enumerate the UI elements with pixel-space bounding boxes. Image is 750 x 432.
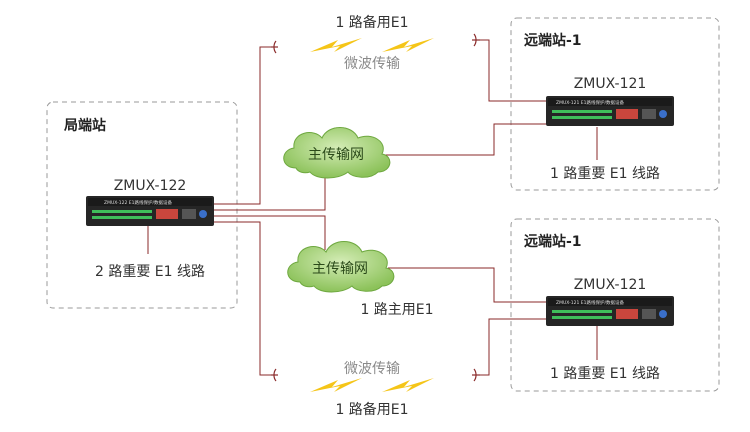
device-remote-top: ZMUX-121 E1路线保护/数据设备 xyxy=(546,96,674,126)
remote-top-e1-note: 1 路重要 E1 线路 xyxy=(550,166,660,182)
device-central: ZMUX-122 E1路线保护/数据设备 xyxy=(86,196,214,226)
remote-top-title: 远端站-1 xyxy=(524,32,582,49)
connection-lines xyxy=(147,39,598,376)
device-plate-remote-top: ZMUX-121 E1路线保护/数据设备 xyxy=(556,99,624,106)
line-cloud-bottom-right xyxy=(388,267,546,303)
central-station-title: 局端站 xyxy=(64,117,106,134)
remote-top-device-label: ZMUX-121 xyxy=(574,76,647,92)
lightning-icon-bottom xyxy=(310,378,434,392)
line-microwave-bottom-left xyxy=(213,221,271,376)
central-device-label: ZMUX-122 xyxy=(114,178,187,194)
antenna-icon-bottom-left xyxy=(271,368,278,382)
antenna-icon-top-right xyxy=(472,33,480,47)
device-plate-central: ZMUX-122 E1路线保护/数据设备 xyxy=(104,199,172,206)
antenna-icon-bottom-right xyxy=(472,368,480,382)
microwave-bottom-label: 微波传输 xyxy=(344,361,400,377)
remote-bottom-title: 远端站-1 xyxy=(524,233,582,250)
cloud-top-label: 主传输网 xyxy=(308,147,364,163)
backup-e1-top-label: 1 路备用E1 xyxy=(335,14,408,31)
microwave-top-label: 微波传输 xyxy=(344,56,400,72)
line-cloud-top-right xyxy=(380,123,546,156)
line-cloud-bottom-left xyxy=(213,215,326,250)
cloud-icon-bottom xyxy=(287,241,395,293)
lightning-icon-top xyxy=(310,38,434,52)
central-e1-note: 2 路重要 E1 线路 xyxy=(95,264,205,280)
central-station-box xyxy=(46,101,238,309)
cloud-icon-top xyxy=(283,127,391,179)
remote-station-top-box xyxy=(510,17,720,191)
line-microwave-bottom-right xyxy=(480,318,546,376)
line-microwave-top-right xyxy=(480,39,546,102)
line-microwave-top-left xyxy=(213,46,271,205)
backup-e1-bottom-label: 1 路备用E1 xyxy=(335,401,408,418)
device-plate-remote-bottom: ZMUX-121 E1路线保护/数据设备 xyxy=(556,299,624,306)
cloud-bottom-label: 主传输网 xyxy=(312,261,368,277)
remote-station-bottom-box xyxy=(510,218,720,392)
remote-bottom-e1-note: 1 路重要 E1 线路 xyxy=(550,366,660,382)
device-remote-bottom: ZMUX-121 E1路线保护/数据设备 xyxy=(546,296,674,326)
remote-bottom-device-label: ZMUX-121 xyxy=(574,277,647,293)
line-cloud-top-left xyxy=(213,170,326,211)
antenna-icon-top-left xyxy=(271,40,278,54)
primary-e1-label: 1 路主用E1 xyxy=(360,302,433,318)
